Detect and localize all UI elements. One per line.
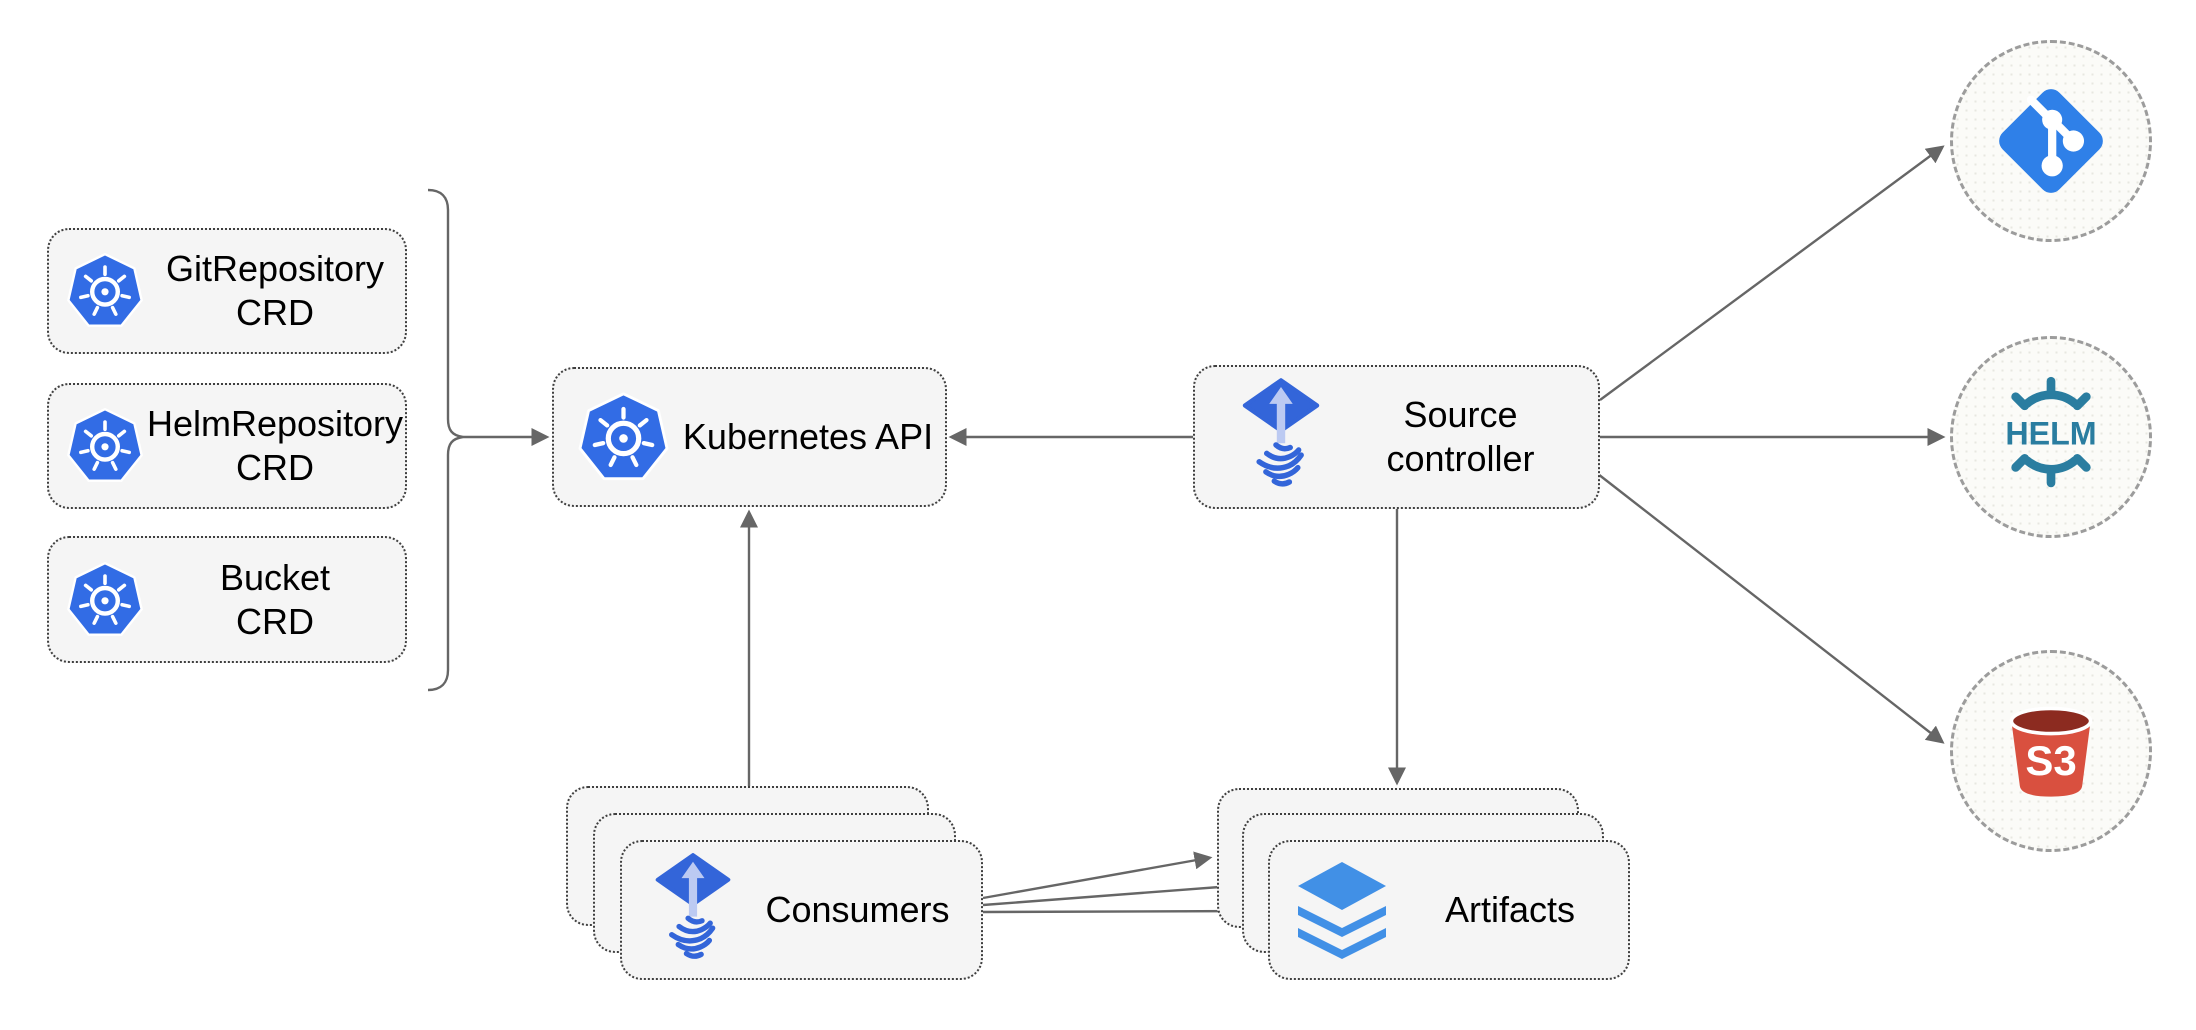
git-icon — [1999, 89, 2103, 193]
node-kubernetes-api: Kubernetes API — [552, 367, 947, 507]
crd-group-brace — [427, 188, 464, 692]
consumers-label: Consumers — [765, 889, 950, 931]
kubernetes-icon — [65, 251, 145, 331]
helm-wordmark: HELM — [2005, 415, 2096, 451]
helm-icon: HELM — [2005, 376, 2097, 488]
node-bucket-crd: Bucket CRD — [47, 536, 407, 663]
node-gitrepository-crd: GitRepository CRD — [47, 228, 407, 354]
node-source-controller: Source controller — [1193, 365, 1600, 509]
kubernetes-api-label: Kubernetes API — [682, 416, 934, 458]
flux-icon — [652, 851, 734, 970]
layers-icon — [1298, 862, 1386, 959]
node-consumers: Consumers — [620, 840, 983, 980]
bucket-crd-label: Bucket CRD — [219, 556, 331, 642]
edge-consumers-to-artifacts-2 — [982, 878, 1238, 907]
gitrepository-crd-label: GitRepository CRD — [165, 248, 385, 333]
node-helm-repository: HELM — [1950, 336, 2152, 538]
node-git-repository — [1950, 40, 2152, 242]
artifacts-label: Artifacts — [1444, 889, 1576, 931]
edge-source-to-s3 — [1597, 473, 1945, 744]
edge-consumers-to-artifacts-1 — [982, 851, 1213, 900]
node-artifacts: Artifacts — [1268, 840, 1630, 980]
edge-consumers-to-artifacts-3 — [982, 902, 1263, 921]
flux-icon — [1239, 376, 1323, 498]
source-controller-label: Source controller — [1386, 394, 1535, 479]
edge-source-to-git — [1599, 145, 1945, 401]
helmrepository-crd-label: HelmRepository CRD — [146, 403, 404, 488]
kubernetes-icon — [576, 390, 671, 485]
kubernetes-icon — [65, 406, 145, 486]
kubernetes-icon — [65, 560, 145, 640]
s3-wordmark: S3 — [2025, 737, 2076, 784]
s3-icon: S3 — [2009, 706, 2093, 797]
node-helmrepository-crd: HelmRepository CRD — [47, 383, 407, 509]
node-s3-bucket: S3 — [1950, 650, 2152, 852]
